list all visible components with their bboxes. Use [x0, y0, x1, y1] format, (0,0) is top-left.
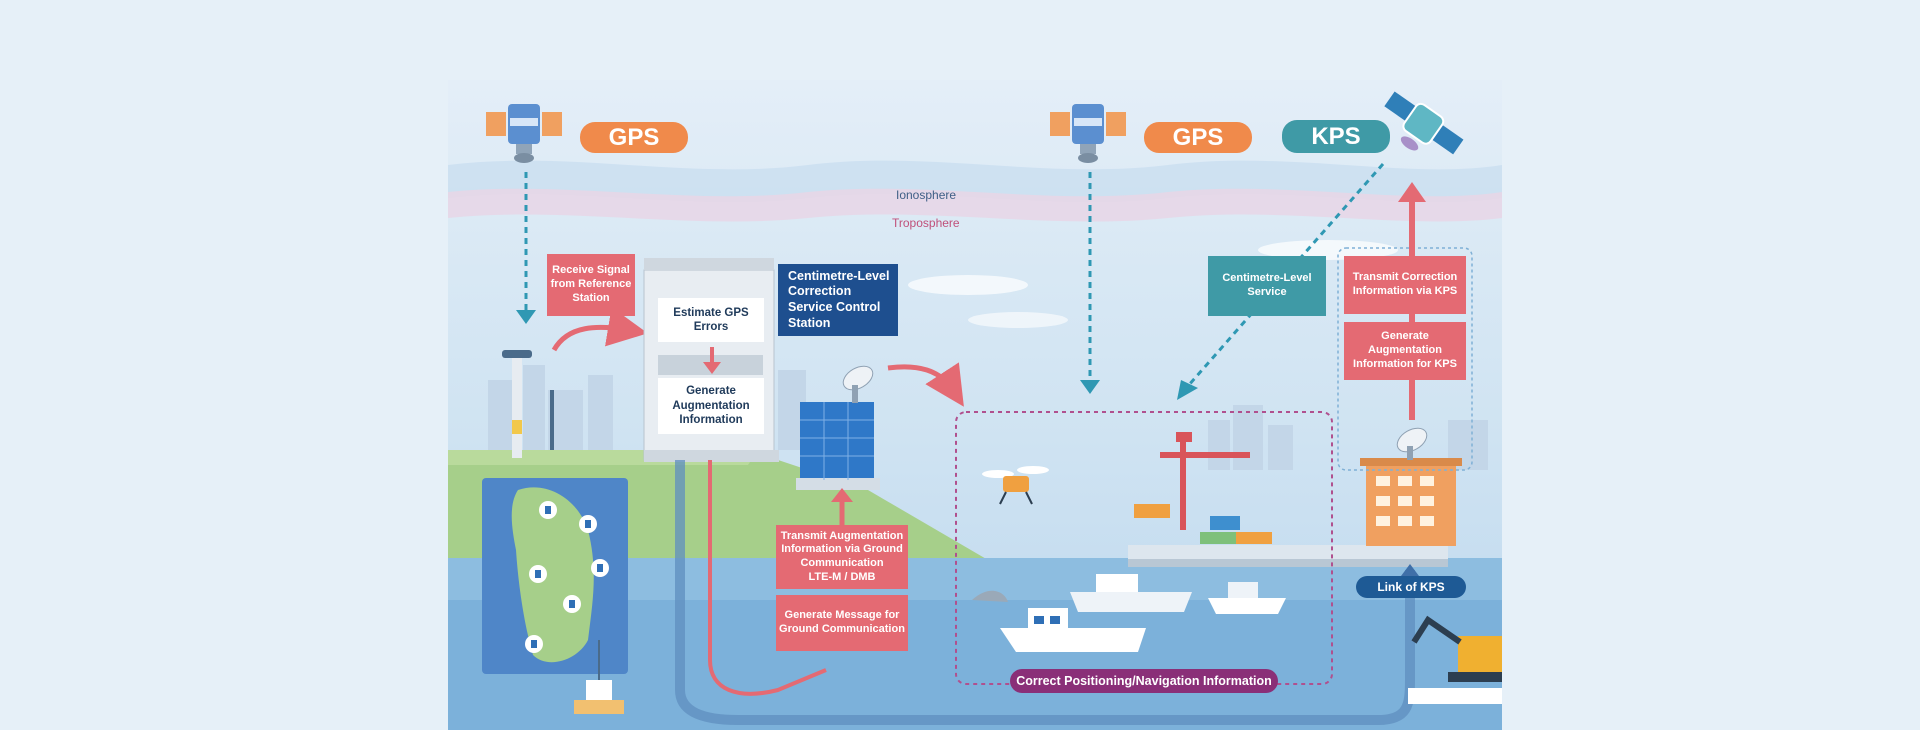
estimate-errors-box: Estimate GPS Errors	[658, 298, 764, 342]
transmit-ground-box: Transmit Augmentation Information via Gr…	[776, 525, 908, 589]
excavator-icon	[1408, 615, 1502, 704]
kps-label: KPS	[1282, 120, 1390, 153]
generate-kps-box: Generate Augmentation Information for KP…	[1344, 322, 1466, 380]
message-loop	[708, 460, 827, 696]
kps-satellite-icon	[1384, 91, 1464, 155]
generate-message-box: Generate Message for Ground Communicatio…	[776, 595, 908, 651]
receive-signal-box: Receive Signal from Reference Station	[547, 254, 635, 316]
gps-satellite-right-icon	[1050, 104, 1126, 163]
gps-label-left: GPS	[580, 122, 688, 153]
transmit-ground-line-2: Information via Ground	[781, 543, 903, 556]
centimetre-service-box: Centimetre-Level Service	[1208, 256, 1326, 316]
ship-icons	[972, 574, 1286, 652]
drone-icon	[982, 466, 1049, 505]
transmit-kps-box: Transmit Correction Information via KPS	[1344, 256, 1466, 314]
transmit-ground-line-3: Communication	[800, 557, 884, 569]
gps-satellite-left-icon	[486, 104, 562, 163]
ionosphere-label: Ionosphere	[896, 188, 957, 202]
generate-augmentation-box: Generate Augmentation Information	[658, 378, 764, 434]
diagram-canvas: GPS GPS KPS Ionosphere Troposphere Recei…	[448, 80, 1502, 730]
troposphere-band	[448, 188, 1502, 222]
broadcast-arrow	[887, 362, 964, 407]
satellite-dish-left-icon	[842, 365, 874, 403]
port-crane-icon	[1134, 432, 1272, 544]
receive-arrow	[551, 306, 648, 352]
transmit-ground-line-1: Transmit Augmentation	[780, 529, 904, 542]
gps-label-right: GPS	[1144, 122, 1252, 153]
reference-station-icon	[502, 350, 554, 458]
illustration	[448, 91, 1502, 730]
control-station-box: Centimetre-Level Correction Service Cont…	[778, 264, 898, 336]
office-tower-icon	[796, 402, 880, 490]
city-skyline	[488, 365, 1488, 470]
fishing-boat-icon	[574, 640, 624, 714]
kps-building-icon	[1360, 427, 1462, 546]
link-kps-label: Link of KPS	[1356, 576, 1466, 598]
troposphere-label: Troposphere	[892, 216, 960, 230]
correct-positioning-label: Correct Positioning/Navigation Informati…	[1010, 669, 1278, 693]
transmit-ground-line-4: LTE-M / DMB	[808, 570, 876, 583]
korea-map-icon	[482, 478, 628, 674]
